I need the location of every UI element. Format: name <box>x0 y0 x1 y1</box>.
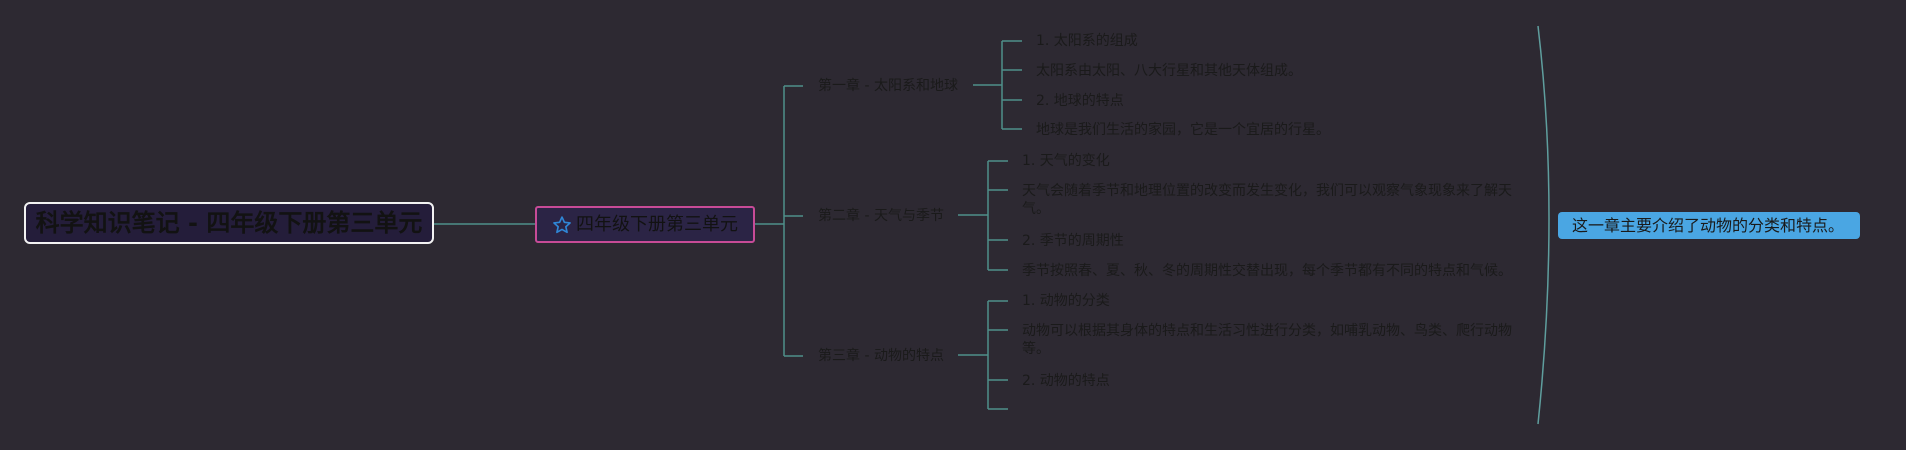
chapter-3-topic[interactable]: 第三章 - 动物的特点 <box>818 348 944 364</box>
chapter-3-item-1[interactable]: 1. 动物的分类 <box>1022 293 1110 309</box>
chapter-1-links <box>973 40 1022 130</box>
chapter-2-item-2[interactable]: 天气会随着季节和地理位置的改变而发生变化，我们可以观察气象现象来了解天气。 <box>1022 183 1512 217</box>
chapter-1-item-4[interactable]: 地球是我们生活的家园，它是一个宜居的行星。 <box>1036 122 1330 138</box>
summary-note[interactable]: 这一章主要介绍了动物的分类和特点。 <box>1558 212 1860 239</box>
star-icon <box>552 213 572 246</box>
chapter-1-item-3[interactable]: 2. 地球的特点 <box>1036 93 1124 109</box>
chapter-1-item-1[interactable]: 1. 太阳系的组成 <box>1036 33 1138 49</box>
chapter-3-links <box>958 300 1008 410</box>
chapter-1-topic[interactable]: 第一章 - 太阳系和地球 <box>818 78 958 94</box>
unit-label: 四年级下册第三单元 <box>576 214 738 235</box>
chapter-1-item-2[interactable]: 太阳系由太阳、八大行星和其他天体组成。 <box>1036 63 1302 79</box>
summary-bracket <box>1537 25 1550 425</box>
chapter-2-item-4[interactable]: 季节按照春、夏、秋、冬的周期性交替出现，每个季节都有不同的特点和气候。 <box>1022 263 1512 279</box>
chapter-2-item-3[interactable]: 2. 季节的周期性 <box>1022 233 1124 249</box>
unit-to-chapters-link <box>755 85 803 357</box>
unit-topic[interactable]: 四年级下册第三单元 <box>535 206 755 243</box>
chapter-3-item-2[interactable]: 动物可以根据其身体的特点和生活习性进行分类，如哺乳动物、鸟类、爬行动物等。 <box>1022 323 1512 357</box>
chapter-2-item-1[interactable]: 1. 天气的变化 <box>1022 153 1110 169</box>
root-topic[interactable]: 科学知识笔记 - 四年级下册第三单元 <box>24 202 434 244</box>
chapter-2-links <box>958 160 1008 271</box>
chapter-3-item-3[interactable]: 2. 动物的特点 <box>1022 373 1110 389</box>
chapter-2-topic[interactable]: 第二章 - 天气与季节 <box>818 208 944 224</box>
